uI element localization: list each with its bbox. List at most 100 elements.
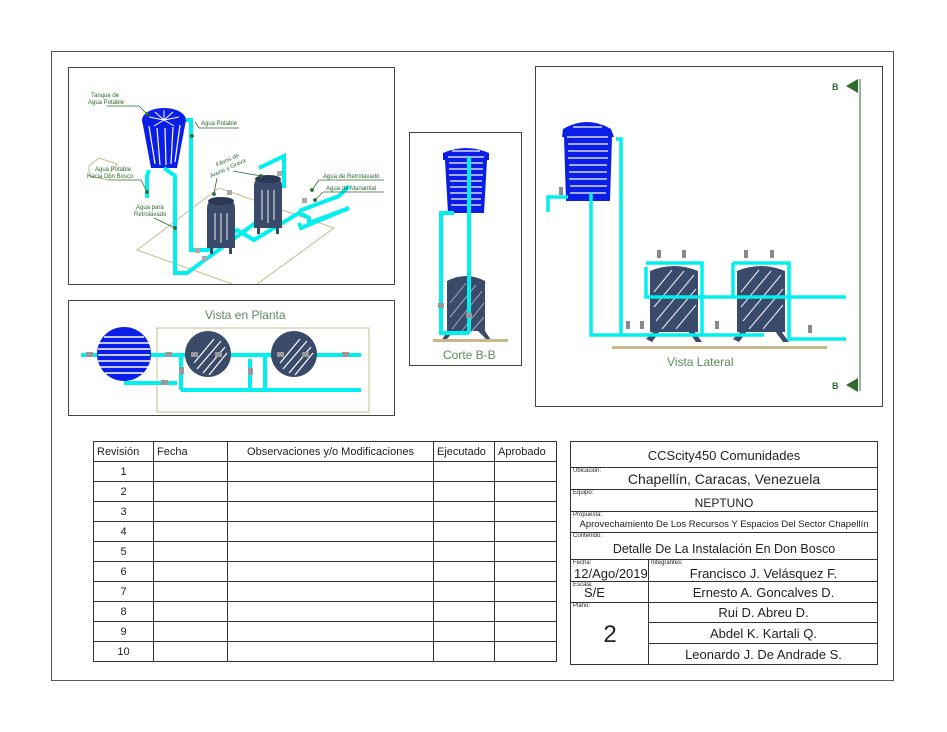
section-marker-top: B <box>832 82 839 92</box>
plan-tank-icon <box>97 327 151 381</box>
members-label: Integrantes: <box>651 560 683 566</box>
water-tank-icon <box>142 108 186 168</box>
revision-cell-date <box>153 621 228 642</box>
title-team-row: Equipo: NEPTUNO <box>571 490 877 512</box>
section-base <box>433 339 508 342</box>
date-value: 12/Ago/2019 <box>574 566 648 581</box>
scale-label: Escala: <box>573 582 593 588</box>
isometric-drawing: Tanque de Agua Potable Agua Potable Agua… <box>87 93 384 284</box>
section-view-panel: Corte B-B <box>409 132 522 366</box>
revision-cell-rev: 4 <box>93 521 154 542</box>
title-location-row: Ubicación: Chapellín, Caracas, Venezuela <box>571 468 877 490</box>
plan-drawing <box>81 327 370 413</box>
content-label: Contenido: <box>573 533 603 539</box>
revision-cell-executed <box>433 541 495 562</box>
date-label: Fecha: <box>573 560 592 566</box>
revision-cell-observations <box>227 601 434 622</box>
team-label: Equipo: <box>573 490 594 496</box>
revision-cell-executed <box>433 581 495 602</box>
callout-labels: Tanque de Agua Potable Agua Potable Agua… <box>87 93 380 218</box>
revision-row: 1 <box>93 461 557 482</box>
revision-cell-approved <box>494 561 557 582</box>
revision-cell-date <box>153 521 228 542</box>
title-proposal-row: Propuesta: Aprovechamiento De Los Recurs… <box>571 512 877 533</box>
side-drawing: B B <box>546 79 861 392</box>
location-label: Ubicación: <box>573 468 602 474</box>
plan-base-slab <box>156 327 370 413</box>
scale-value: S/E <box>584 585 605 600</box>
side-view-title: Vista Lateral <box>667 355 734 369</box>
callout-leaders <box>107 105 384 230</box>
revision-cell-observations <box>227 481 434 502</box>
header-approved: Aprobado <box>494 441 557 462</box>
drawing-frame <box>51 51 894 681</box>
date-cell: Fecha: 12/Ago/2019 <box>571 560 649 582</box>
header-date: Fecha <box>153 441 228 462</box>
revision-cell-observations <box>227 561 434 582</box>
header-observations: Observaciones y/o Modificaciones <box>227 441 434 462</box>
member-1: Francisco J. Velásquez F. <box>649 560 878 582</box>
revision-cell-observations <box>227 621 434 642</box>
section-drawing <box>433 148 508 342</box>
callout-spring: Agua de Manantial <box>326 186 376 192</box>
member-5: Leonardo J. De Andrade S. <box>685 647 842 662</box>
revision-row: 4 <box>93 521 557 542</box>
revision-cell-observations <box>227 461 434 482</box>
section-valves <box>438 303 472 318</box>
revision-cell-date <box>153 581 228 602</box>
revision-cell-rev: 6 <box>93 561 154 582</box>
callout-for-backwash-line2: Retrolavado <box>134 212 167 218</box>
side-base <box>612 346 827 349</box>
revision-cell-date <box>153 641 228 662</box>
revision-cell-approved <box>494 501 557 522</box>
revision-cell-approved <box>494 581 557 602</box>
revision-cell-rev: 7 <box>93 581 154 602</box>
callout-to-don-bosco-line1: Agua Potable <box>95 167 132 173</box>
side-view-panel: B B <box>535 66 883 407</box>
side-valves <box>559 187 812 333</box>
sand-gravel-filter-1 <box>207 197 235 254</box>
plan-valves <box>86 352 349 385</box>
revision-cell-executed <box>433 621 495 642</box>
section-pipes <box>439 157 471 335</box>
tank-stand <box>88 157 118 181</box>
proposal-value: Aprovechamiento De Los Recursos Y Espaci… <box>579 519 869 530</box>
side-filter-2 <box>733 266 789 342</box>
revision-cell-observations <box>227 521 434 542</box>
side-filter-1 <box>646 266 702 342</box>
revision-cell-date <box>153 561 228 582</box>
revision-table: Revisión Fecha Observaciones y/o Modific… <box>93 441 557 662</box>
revision-cell-date <box>153 501 228 522</box>
proposal-label: Propuesta: <box>573 512 603 518</box>
revision-cell-rev: 9 <box>93 621 154 642</box>
revision-cell-date <box>153 541 228 562</box>
revision-row: 8 <box>93 601 557 622</box>
revision-cell-executed <box>433 641 495 662</box>
revision-cell-executed <box>433 561 495 582</box>
team-value: NEPTUNO <box>694 496 754 510</box>
revision-row: 5 <box>93 541 557 562</box>
revision-cell-approved <box>494 541 557 562</box>
callout-potable: Agua Potable <box>201 121 238 127</box>
callout-to-don-bosco-line2: Hacia Don Bosco <box>87 174 134 180</box>
callout-tank-line1: Tanque de <box>91 93 120 99</box>
revision-cell-approved <box>494 461 557 482</box>
sheet-cell: Plano: 2 <box>571 603 649 665</box>
revision-cell-approved <box>494 621 557 642</box>
revision-cell-approved <box>494 481 557 502</box>
section-arrow-bottom-icon <box>846 378 858 392</box>
revision-row: 9 <box>93 621 557 642</box>
revision-cell-date <box>153 461 228 482</box>
plan-view-title: Vista en Planta <box>205 308 286 322</box>
revision-cell-rev: 5 <box>93 541 154 562</box>
side-pipes <box>546 137 846 341</box>
revision-cell-executed <box>433 521 495 542</box>
section-tank-icon <box>443 148 489 213</box>
revision-cell-approved <box>494 521 557 542</box>
revision-cell-approved <box>494 641 557 662</box>
side-tank-icon <box>562 122 614 201</box>
revision-cell-executed <box>433 461 495 482</box>
revision-cell-observations <box>227 581 434 602</box>
revision-row: 3 <box>93 501 557 522</box>
isometric-view-panel: Tanque de Agua Potable Agua Potable Agua… <box>68 67 395 285</box>
